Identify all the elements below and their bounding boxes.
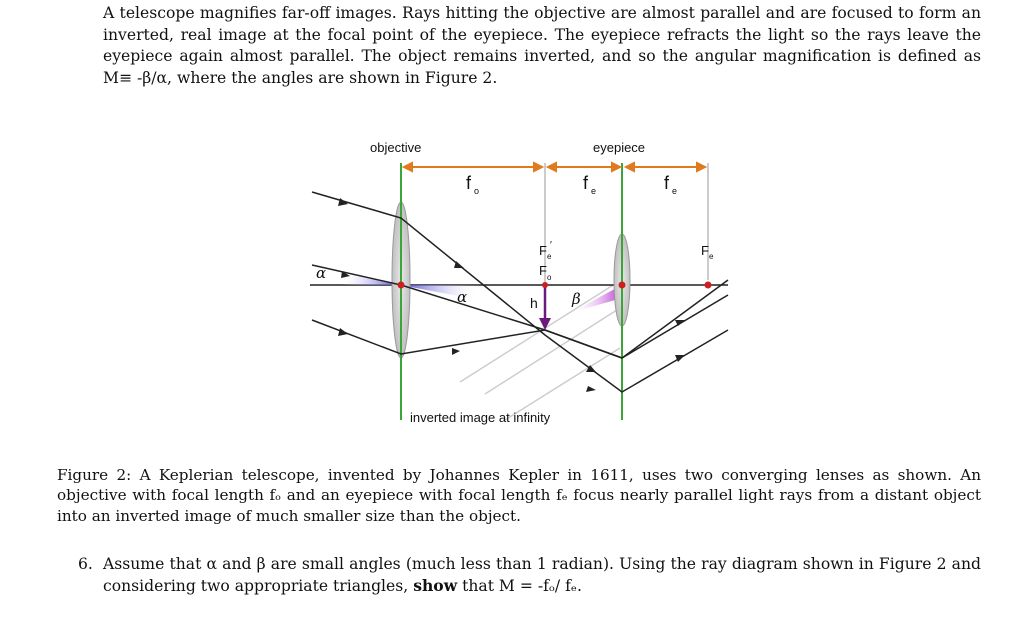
alpha-left-label: α (316, 264, 326, 282)
question-text-after: that M = -fₒ/ fₑ. (457, 577, 582, 595)
fe-right-sub: e (709, 252, 714, 261)
fe-prime-sub: e (547, 252, 552, 261)
h-label: h (530, 295, 538, 311)
fe-label-1: f (583, 173, 589, 193)
fo-point-label: F (539, 263, 547, 278)
objective-label: objective (370, 140, 421, 155)
caption-text: A Keplerian telescope, invented by Johan… (57, 466, 981, 525)
question-6: 6. Assume that α and β are small angles … (78, 553, 981, 597)
beta-angle (570, 285, 622, 313)
light-rays (311, 191, 729, 393)
fe-prime-label: F (539, 243, 547, 258)
question-text-before: Assume that α and β are small angles (mu… (103, 555, 981, 595)
question-bold-word: show (413, 576, 458, 595)
eyepiece-center-dot (618, 281, 626, 289)
focal-point-dot (542, 282, 548, 288)
telescope-figure: objective eyepiece f o f e f e F e ′ F o… (300, 130, 740, 430)
fo-label: f (466, 173, 472, 193)
alpha-angle-inner (400, 285, 480, 300)
fe-sub-1: e (591, 186, 596, 196)
question-number: 6. (78, 555, 93, 573)
fe-prime-mark: ′ (550, 240, 552, 251)
ray-arrowheads (338, 198, 685, 392)
figure-caption: Figure 2: A Keplerian telescope, invente… (57, 465, 981, 526)
ray-diagram: objective eyepiece f o f e f e F e ′ F o… (310, 140, 729, 425)
intro-paragraph: A telescope magnifies far-off images. Ra… (103, 4, 981, 88)
fo-sub: o (474, 186, 479, 196)
eyepiece-label: eyepiece (593, 140, 645, 155)
eyepiece-focal-dot (704, 281, 712, 289)
fo-point-sub: o (547, 273, 552, 282)
focal-length-arrows (401, 161, 708, 173)
fe-right-label: F (701, 243, 709, 258)
alpha-inner-label: α (457, 288, 467, 306)
fe-label-2: f (664, 173, 670, 193)
objective-center-dot (397, 281, 405, 289)
image-arrowhead (539, 318, 551, 330)
beta-label: β (571, 290, 581, 308)
caption-label: Figure 2: (57, 466, 132, 484)
fe-sub-2: e (672, 186, 677, 196)
virtual-rays (459, 281, 621, 421)
inverted-image-label: inverted image at infinity (410, 410, 551, 425)
